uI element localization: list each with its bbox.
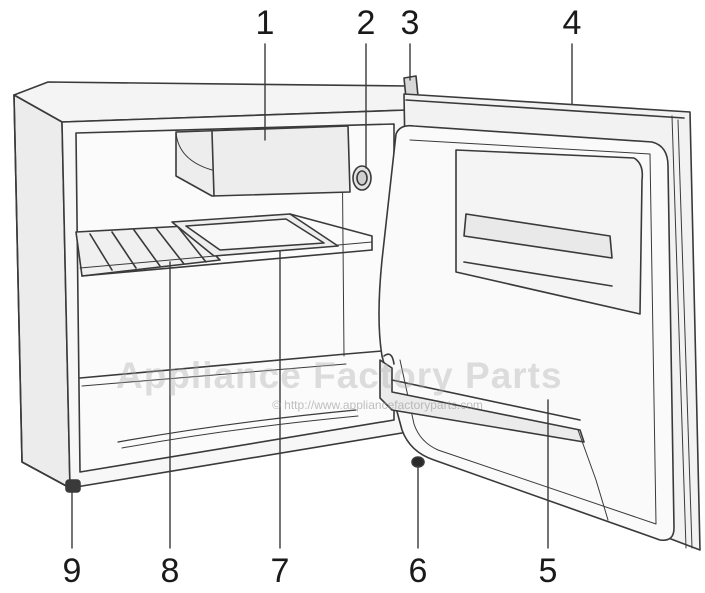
callout-5: 5 [538, 552, 558, 590]
drip-tray [171, 213, 373, 257]
cabinet-foot [65, 479, 81, 493]
callout-2: 2 [356, 4, 376, 42]
interior-liner [75, 123, 395, 473]
callout-9: 9 [62, 552, 82, 590]
callout-1: 1 [255, 4, 275, 42]
callout-7: 7 [270, 552, 290, 590]
callout-4: 4 [562, 4, 582, 42]
callout-8: 8 [160, 552, 180, 590]
upper-door-bin [455, 149, 644, 315]
lower-door-bin [379, 353, 609, 521]
watermark-brand: Appliance Factory Parts [116, 355, 563, 396]
leader-lines [71, 43, 573, 549]
watermark-url: © http://www.appliancefactoryparts.com [272, 398, 483, 412]
callout-3: 3 [400, 4, 420, 42]
callout-6: 6 [408, 552, 428, 590]
thermostat-knob [352, 165, 372, 191]
freezer-compartment [175, 125, 351, 197]
